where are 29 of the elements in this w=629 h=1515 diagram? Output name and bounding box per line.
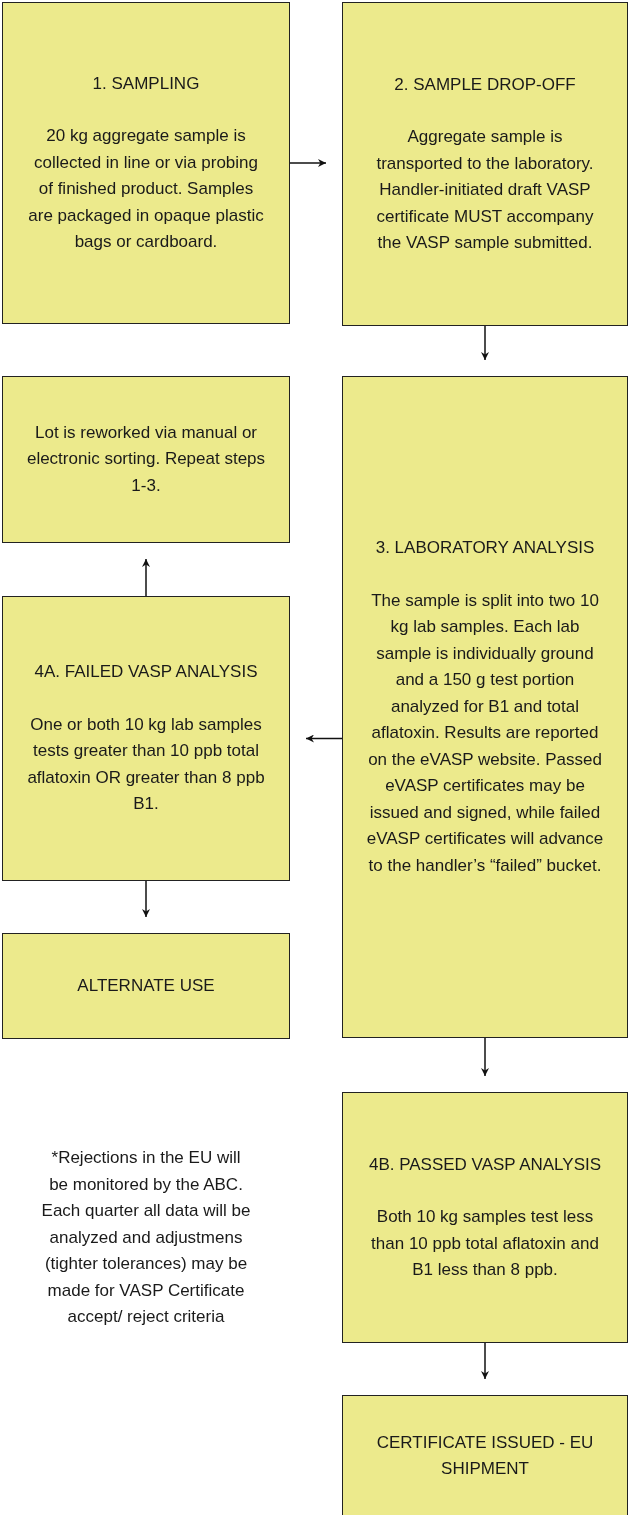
step-text: ALTERNATE USE <box>77 974 215 997</box>
step-text: Aggregate sample is transported to the laboratory. Handler-initiated draft VASP certificate MUST accompany the VASP sample submitted. <box>375 126 595 254</box>
process-box <box>342 1395 628 1515</box>
step-text: CERTIFICATE ISSUED - EU SHIPMENT <box>375 1431 595 1480</box>
step-heading: 3. LABORATORY ANALYSIS <box>375 537 595 559</box>
process-box <box>2 933 290 1039</box>
step-heading: 1. SAMPLING <box>92 72 200 95</box>
process-box <box>2 376 290 543</box>
process-box <box>342 376 628 1038</box>
arrow <box>481 1037 489 1077</box>
arrow <box>142 880 150 918</box>
arrow <box>142 558 150 597</box>
arrow <box>481 1342 489 1380</box>
step-heading: 4A. FAILED VASP ANALYSIS <box>34 661 258 684</box>
step-text: Both 10 kg samples test less than 10 ppb total aflatoxin and B1 less than 8 ppb. <box>370 1206 600 1281</box>
step-text: 20 kg aggregate sample is collected in line or via probing of finished product. Samples are packaged in opaque plastic bags or cardboard. <box>27 125 265 253</box>
process-box <box>2 2 290 324</box>
arrow <box>481 325 489 361</box>
process-box <box>2 596 290 881</box>
process-box <box>342 2 628 326</box>
arrow <box>305 734 343 743</box>
step-heading: 4B. PASSED VASP ANALYSIS <box>368 1153 602 1176</box>
footnote-text: *Rejections in the EU will be monitored by the ABC. Each quarter all data will be analyzed and adjustmens (tighter tolerances) may be made for VASP Certificate accept/ reject criteria <box>40 1147 252 1328</box>
step-heading: 2. SAMPLE DROP-OFF <box>394 73 576 96</box>
step-text: Lot is reworked via manual or electronic sorting. Repeat steps 1-3. <box>25 421 267 497</box>
step-text: The sample is split into two 10 kg lab samples. Each lab sample is individually ground and a 150 g test portion analyzed for B1 and total aflatoxin. Results are reported on the eVASP website. Passed eVASP certificates may be issued and signed, while failed eVASP certificates will advance to the handler’s “failed” bucket. <box>365 589 605 877</box>
arrow <box>289 159 327 167</box>
step-text: One or both 10 kg lab samples tests greater than 10 ppb total aflatoxin OR greater than 8 ppb B1. <box>26 713 266 816</box>
process-box <box>342 1092 628 1343</box>
